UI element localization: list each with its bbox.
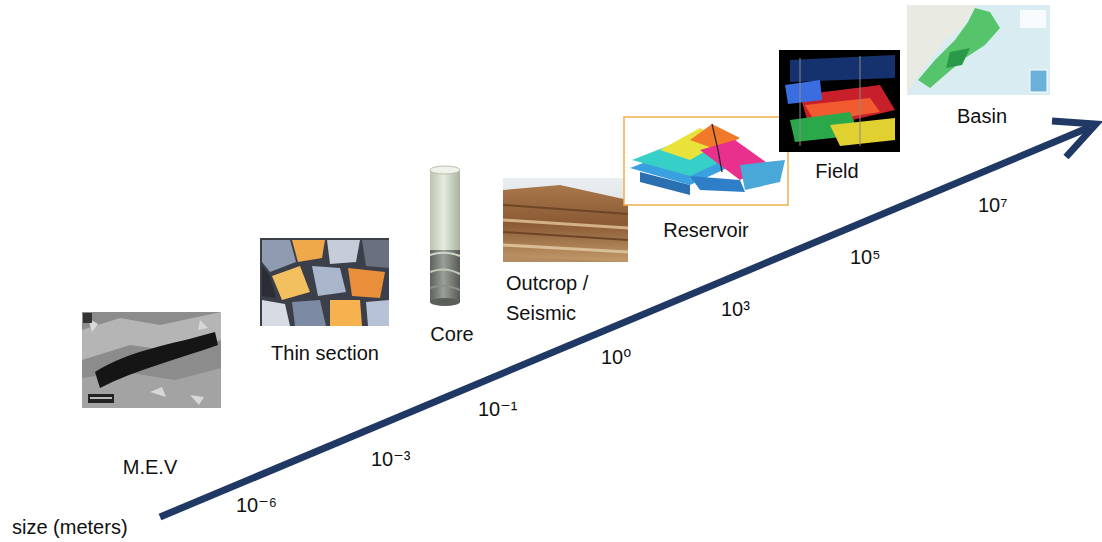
scale-value: 10⁻³ [371,444,410,474]
scale-arrow [160,121,1096,517]
image-caption: Thin section [271,338,379,368]
image-caption: Outcrop / Seismic [506,268,626,328]
reservoir-model-image [624,117,788,205]
outcrop-image [503,178,628,262]
image-caption: Core [430,319,473,349]
core-image [430,166,460,306]
scale-value: 10⁷ [978,190,1007,220]
basin-map-image [907,5,1050,95]
field-model-image [779,50,900,152]
image-caption: M.E.V [123,452,177,482]
scale-value: 10⁻⁶ [236,490,277,520]
sem-image [82,312,221,408]
scale-value: 10⁻¹ [478,394,517,424]
image-caption: Field [815,156,858,186]
axis-title: size (meters) [12,512,128,542]
scale-value: 10⁵ [850,242,881,272]
scale-value: 10⁰ [601,342,631,372]
scale-value: 10³ [721,294,750,324]
image-caption: Reservoir [663,215,749,245]
thin-section-image [260,238,389,326]
image-caption: Basin [957,101,1007,131]
